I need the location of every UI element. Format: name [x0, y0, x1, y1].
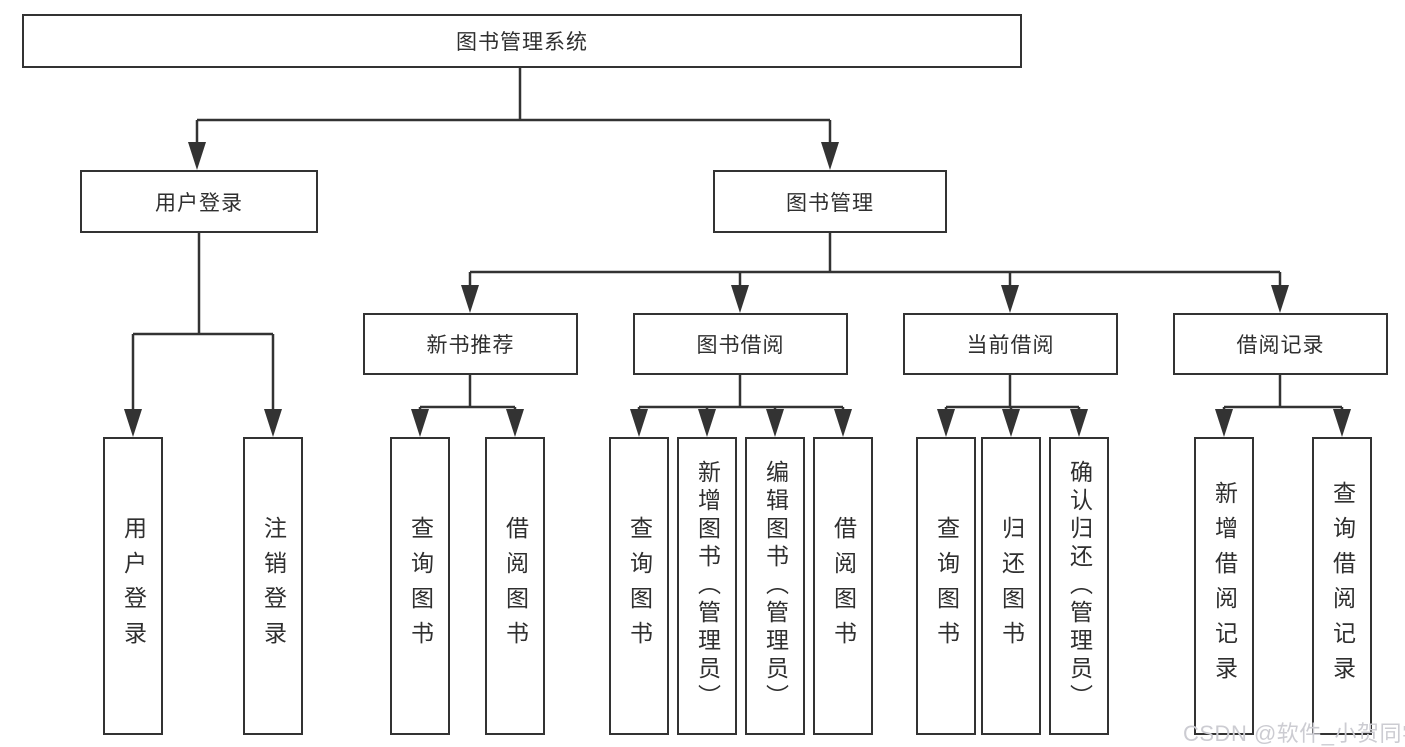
leaf-label: 新增图书（管理员）	[694, 460, 721, 712]
leaf-label: 归还图书	[998, 516, 1025, 656]
node-new-book-recommendation: 新书推荐	[363, 313, 578, 375]
leaf-label: 编辑图书（管理员）	[762, 460, 789, 712]
node-label: 图书借阅	[696, 334, 785, 357]
leaf-label: 用户登录	[120, 516, 147, 656]
leaf-query-books-recommend: 查询图书	[390, 437, 450, 735]
leaf-label: 查询图书	[407, 516, 434, 656]
node-book-borrowing: 图书借阅	[633, 313, 848, 375]
node-label: 新书推荐	[426, 334, 515, 357]
node-book-management-module: 图书管理	[713, 170, 947, 233]
leaf-label: 新增借阅记录	[1211, 481, 1238, 691]
leaf-borrow-books-recommend: 借阅图书	[485, 437, 545, 735]
node-borrowing-records: 借阅记录	[1173, 313, 1388, 375]
leaf-label: 注销登录	[260, 516, 287, 656]
node-label: 图书管理系统	[456, 31, 588, 54]
node-label: 图书管理	[786, 191, 874, 215]
node-label: 借阅记录	[1236, 334, 1325, 357]
leaf-label: 借阅图书	[830, 516, 857, 656]
leaf-borrow-books: 借阅图书	[813, 437, 873, 735]
node-label: 当前借阅	[966, 334, 1055, 357]
leaf-edit-books-admin: 编辑图书（管理员）	[745, 437, 805, 735]
node-user-login-module: 用户登录	[80, 170, 318, 233]
leaf-label: 查询图书	[626, 516, 653, 656]
leaf-add-borrow-record: 新增借阅记录	[1194, 437, 1254, 735]
leaf-query-borrow-record: 查询借阅记录	[1312, 437, 1372, 735]
leaf-confirm-return-admin: 确认归还（管理员）	[1049, 437, 1109, 735]
leaf-label: 查询借阅记录	[1329, 481, 1356, 691]
csdn-watermark: CSDN @软件_小贺同学	[1183, 721, 1405, 746]
node-current-borrowing: 当前借阅	[903, 313, 1118, 375]
leaf-label: 确认归还（管理员）	[1066, 460, 1093, 712]
leaf-user-login: 用户登录	[103, 437, 163, 735]
leaf-label: 借阅图书	[502, 516, 529, 656]
leaf-add-books-admin: 新增图书（管理员）	[677, 437, 737, 735]
leaf-return-books: 归还图书	[981, 437, 1041, 735]
leaf-label: 查询图书	[933, 516, 960, 656]
node-root-system: 图书管理系统	[22, 14, 1022, 68]
arrowheads	[124, 142, 1351, 437]
leaf-query-books-current: 查询图书	[916, 437, 976, 735]
node-label: 用户登录	[155, 191, 243, 215]
leaf-logout: 注销登录	[243, 437, 303, 735]
leaf-query-books-borrow: 查询图书	[609, 437, 669, 735]
